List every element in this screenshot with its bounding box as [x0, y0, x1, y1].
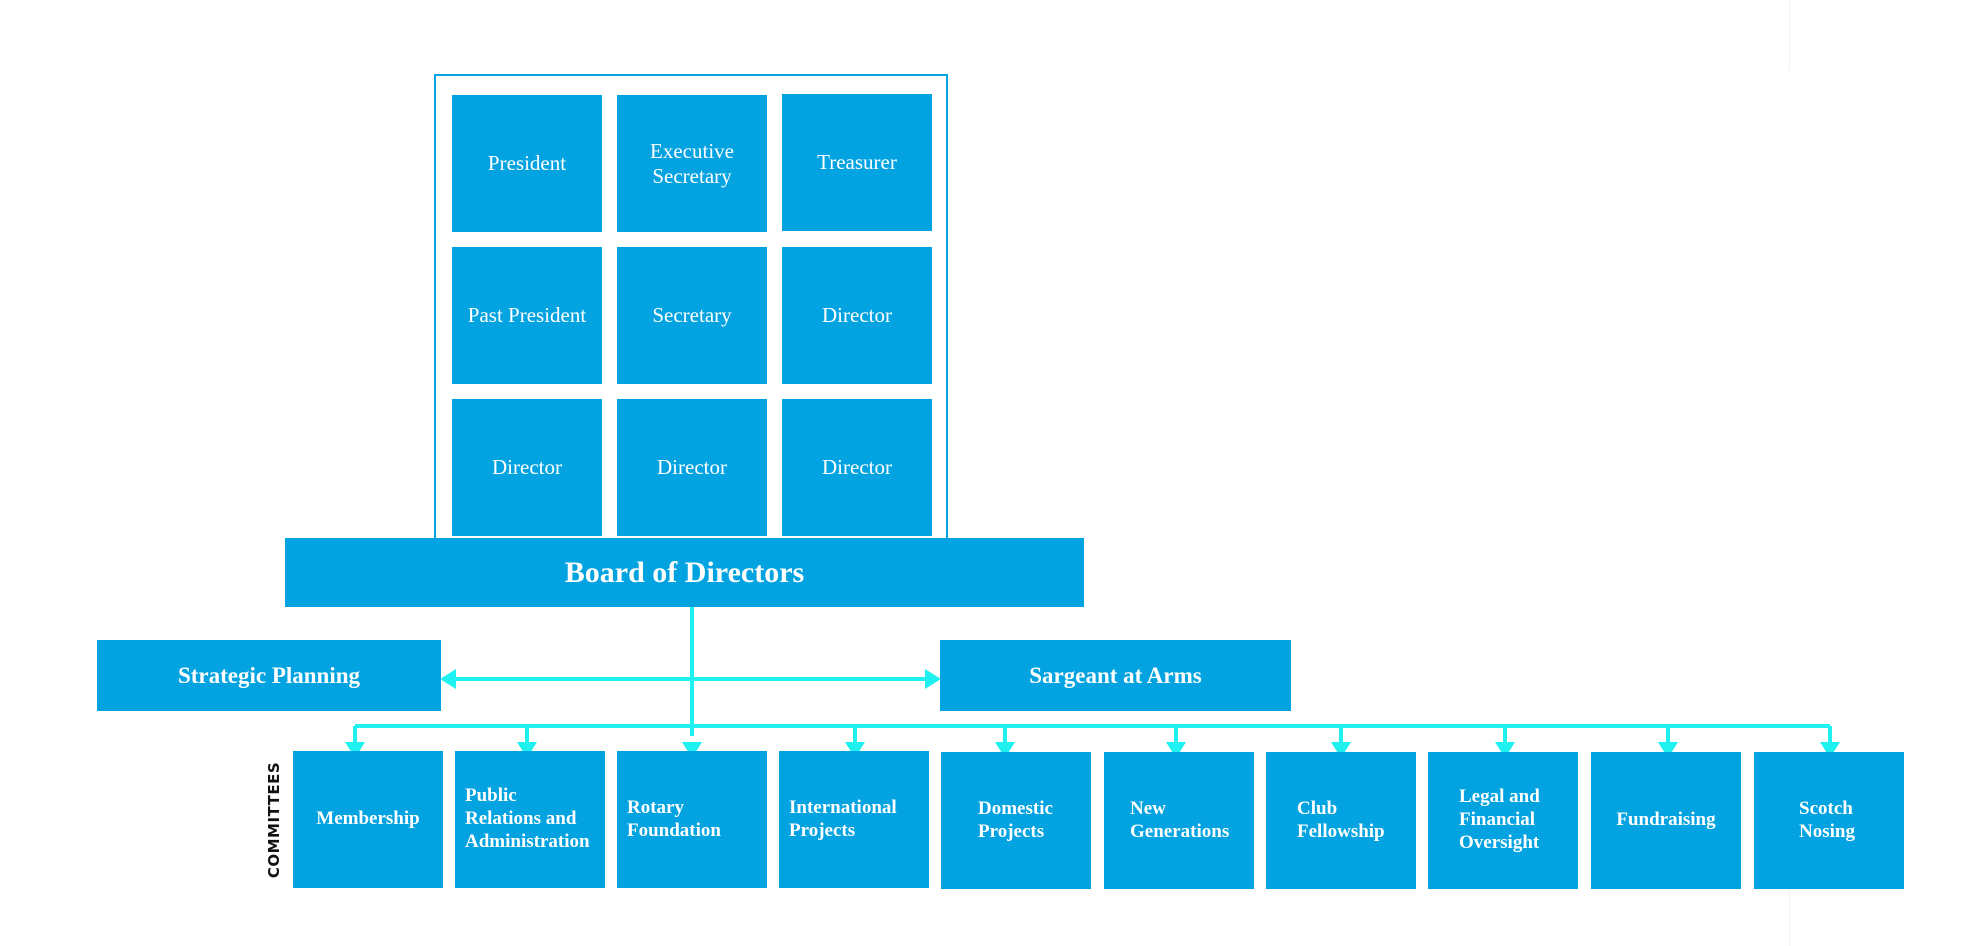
edge-line-bottom: [1789, 890, 1790, 946]
committee-rotary-foundation: Rotary Foundation: [617, 751, 767, 888]
officer-president: President: [452, 95, 602, 232]
arrowhead-right: [925, 669, 941, 689]
officer-treasurer: Treasurer: [782, 94, 932, 231]
officer-director: Director: [617, 399, 767, 536]
committee-new-generations: New Generations: [1104, 752, 1254, 889]
officer-director: Director: [782, 247, 932, 384]
sargeant-at-arms-box: Sargeant at Arms: [940, 640, 1291, 711]
sargeant-at-arms-label: Sargeant at Arms: [1029, 662, 1202, 688]
officer-secretary: Secretary: [617, 247, 767, 384]
officer-executive-secretary: Executive Secretary: [617, 95, 767, 232]
officer-past-president: Past President: [452, 247, 602, 384]
edge-line-top: [1789, 0, 1790, 70]
committee-international-projects: International Projects: [779, 751, 929, 888]
board-of-directors-label: Board of Directors: [564, 555, 805, 589]
committee-domestic-projects: Domestic Projects: [941, 752, 1091, 889]
officer-director: Director: [782, 399, 932, 536]
strategic-planning-box: Strategic Planning: [97, 640, 441, 711]
committee-membership: Membership: [293, 751, 443, 888]
committee-fundraising: Fundraising: [1591, 752, 1741, 889]
committees-vertical-label: COMMITTEES: [265, 761, 283, 879]
committee-club-fellowship: Club Fellowship: [1266, 752, 1416, 889]
committee-public-relations: Public Relations and Administration: [455, 751, 605, 888]
strategic-planning-label: Strategic Planning: [177, 662, 361, 688]
arrowhead-left: [440, 669, 456, 689]
officer-director: Director: [452, 399, 602, 536]
board-of-directors-bar: Board of Directors: [285, 538, 1084, 607]
committee-legal-financial: Legal and Financial Oversight: [1428, 752, 1578, 889]
committee-scotch-nosing: Scotch Nosing: [1754, 752, 1904, 889]
